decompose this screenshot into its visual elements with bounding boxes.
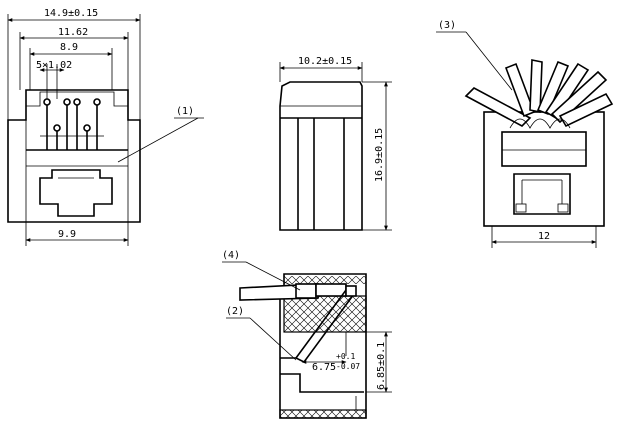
dim-side-depth: 10.2±0.15 [298, 56, 352, 67]
dim-rear-width: 12 [538, 231, 550, 242]
rear-view: 12 (3) [436, 20, 614, 248]
side-body-outline [279, 81, 363, 231]
dim-section-contact-height: 6.85±0.1 [376, 342, 387, 390]
dim-front-bottom-width: 9.9 [58, 229, 76, 240]
dim-front-overall-width: 14.9±0.15 [44, 8, 98, 19]
dim-front-pin-pitch: 5×1.02 [36, 60, 72, 71]
section-view: 6.75 +0.1 -0.07 6.85±0.1 (4) (2) [222, 250, 392, 419]
callout-2: (2) [226, 306, 244, 317]
rear-body-outline [483, 111, 605, 227]
dim-section-tol-minus: -0.07 [336, 362, 360, 371]
front-body-outline [7, 89, 141, 223]
dim-side-height: 16.9±0.15 [374, 128, 385, 182]
front-pins [40, 98, 104, 150]
dim-front-inner-width: 11.62 [58, 27, 88, 38]
dim-section-tol-plus: +0.1 [336, 352, 355, 361]
dim-front-pin-span: 8.9 [60, 42, 78, 53]
callout-4: (4) [222, 250, 240, 261]
side-view: 10.2±0.15 16.9±0.15 [279, 56, 392, 231]
dim-section-contact-len: 6.75 [312, 362, 336, 373]
callout-1: (1) [176, 106, 194, 117]
front-view: 14.9±0.15 11.62 8.9 5×1.02 9.9 (1) [7, 8, 204, 246]
callout-3: (3) [438, 20, 456, 31]
rear-wires [464, 59, 614, 129]
rear-plug-opening [513, 173, 571, 215]
front-plug-opening [39, 169, 113, 217]
